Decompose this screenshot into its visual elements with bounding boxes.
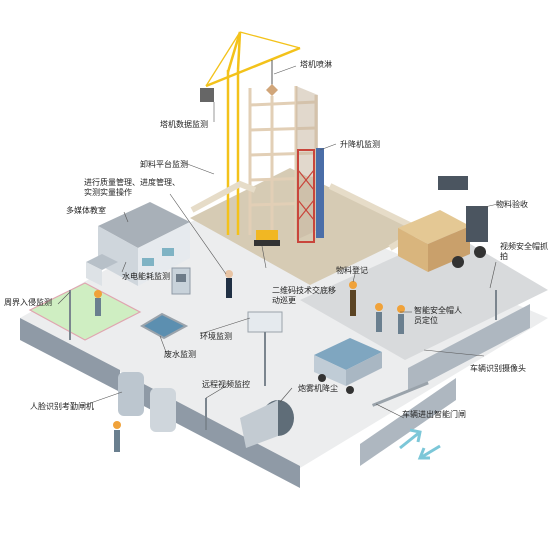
label-material-check: 物料验收 [496,200,528,209]
label-crane-spray: 塔机喷淋 [300,60,332,69]
classroom-building [86,202,190,286]
fog-cannon [240,400,294,448]
crane-hook [266,84,278,96]
site-fence [190,180,257,213]
road [300,232,548,360]
label-classroom: 多媒体教室 [66,206,106,215]
label-gate: 车辆进出智能门闸 [402,410,466,419]
label-energy: 水电能耗监测 [122,272,170,281]
label-perimeter: 周界入侵监测 [4,298,52,307]
label-lift: 升降机监测 [340,140,380,149]
label-env: 环境监测 [200,332,232,341]
label-fog: 炮雾机降尘 [298,384,338,393]
gate-barrier [372,381,429,407]
crane-counterweight [200,88,214,102]
label-face: 人脸识别考勤闸机 [30,402,94,411]
leader-lines [57,65,499,419]
label-qrcode: 二维码技术交底移动巡更 [272,286,336,305]
energy-meter-box [171,267,191,295]
label-helmet-locate: 智能安全帽人员定位 [414,306,462,325]
face-gate [118,372,176,432]
lift-tower [297,148,324,243]
label-quality: 进行质量管理、进度管理、实测实量操作 [84,178,180,197]
tower-crane [205,31,301,235]
label-material-reg: 物料登记 [336,266,368,275]
label-video-helmet: 视频安全帽抓拍 [500,242,548,261]
grass-lot [28,282,142,341]
forklift [398,176,488,272]
workers [94,270,405,452]
wastewater-pool [139,312,189,340]
bulldozer [254,230,280,246]
env-monitor-board [247,311,283,386]
label-remote-video: 远程视频监控 [202,380,250,389]
label-crane-data: 塔机数据监测 [160,120,208,129]
label-wastewater: 废水监测 [164,350,196,359]
direction-arrows [399,428,441,460]
truck [314,338,382,394]
label-unload: 卸料平台监测 [140,160,188,169]
label-vehicle-cam: 车辆识别摄像头 [470,364,526,373]
perimeter-wall [20,304,530,488]
